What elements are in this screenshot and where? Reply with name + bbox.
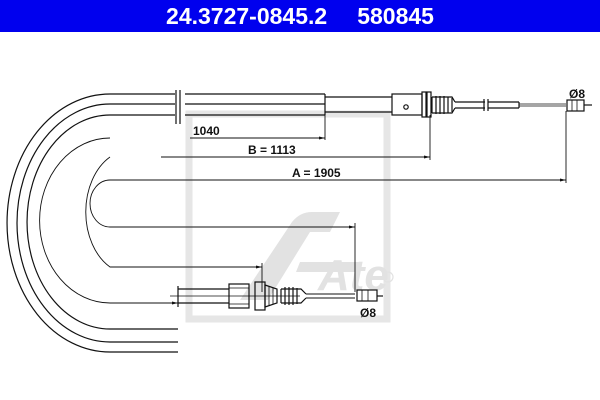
bottom-diameter-label: Ø8 <box>360 306 376 320</box>
title-bar: 24.3727-0845.2 580845 <box>0 0 600 32</box>
sheath-length-label: 1040 <box>193 124 220 138</box>
cable-drawing: Ate <box>6 87 592 353</box>
reference-number: 580845 <box>357 2 434 29</box>
ate-watermark: Ate <box>185 110 394 323</box>
part-number: 24.3727-0845.2 <box>166 2 328 29</box>
top-diameter-label: Ø8 <box>569 87 585 101</box>
watermark-logo-text: Ate <box>317 251 389 300</box>
dimension-b-label: B = 1113 <box>248 143 296 157</box>
dimension-a-label: A = 1905 <box>292 166 341 180</box>
